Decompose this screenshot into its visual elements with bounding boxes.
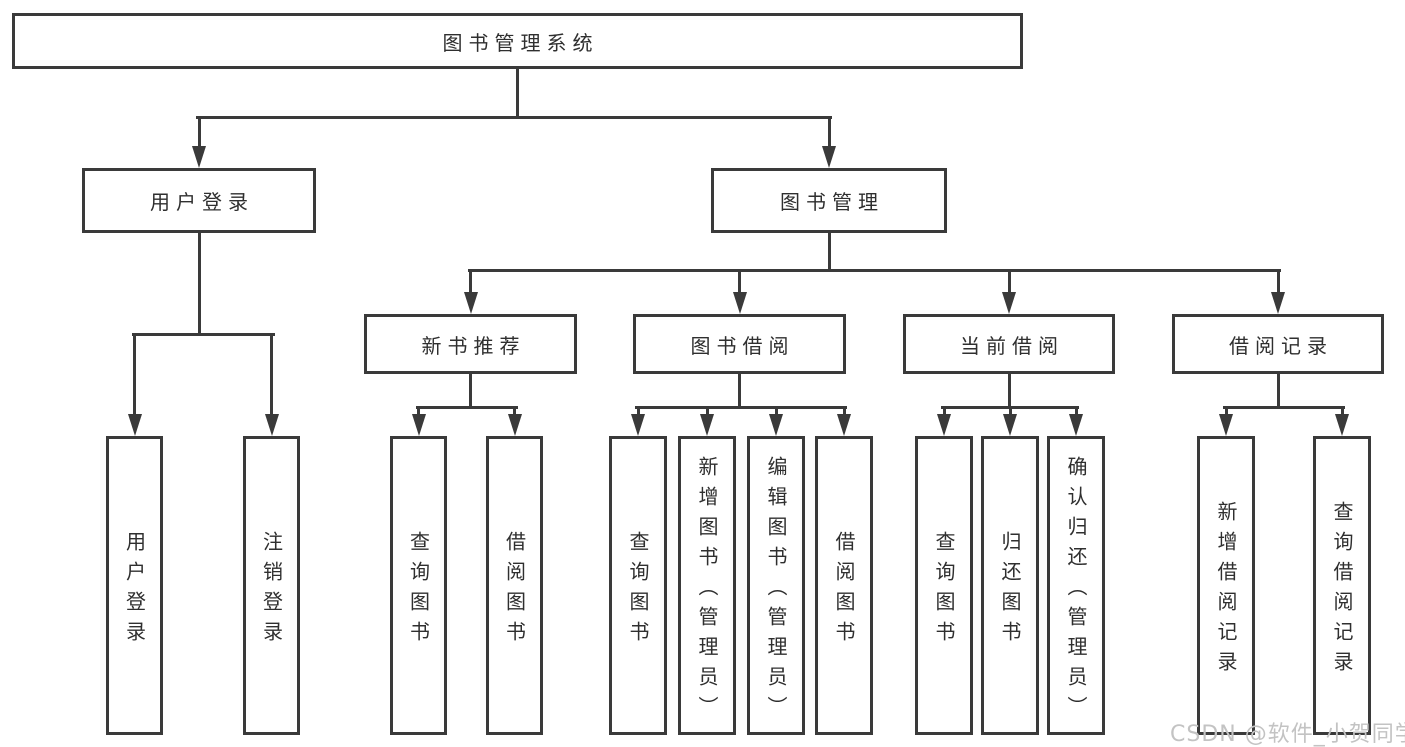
node-leaf-current-confirm-return: 确认归还（管理员）: [1047, 436, 1105, 735]
node-leaf-borrow-query: 查询图书: [609, 436, 667, 735]
connector-line: [738, 374, 741, 409]
connector-line: [513, 407, 516, 417]
arrow-down-icon: [192, 146, 206, 168]
arrow-down-icon: [1002, 292, 1016, 314]
leaf-label: 新增借阅记录: [1214, 500, 1238, 681]
arrow-down-icon: [463, 292, 478, 314]
connector-line: [1276, 374, 1280, 409]
arrow-down-icon: [937, 414, 951, 436]
arrow-down-icon: [631, 414, 645, 436]
node-book-management: 图书管理: [711, 168, 947, 233]
node-current-borrow-label: 当前借阅: [960, 333, 1064, 358]
arrow-down-icon: [837, 414, 851, 436]
arrow-down-icon: [1069, 414, 1083, 436]
connector-line: [635, 405, 847, 409]
connector-line: [774, 407, 778, 417]
node-user-login: 用户登录: [82, 168, 316, 233]
node-leaf-borrow-borrow: 借阅图书: [815, 436, 873, 735]
node-leaf-newbook-query: 查询图书: [390, 436, 447, 735]
leaf-label: 查询图书: [932, 530, 956, 651]
connector-line: [197, 233, 201, 336]
node-current-borrow: 当前借阅: [903, 314, 1115, 374]
connector-line: [270, 334, 273, 416]
connector-line: [196, 115, 832, 119]
node-book-management-label: 图书管理: [780, 190, 884, 214]
arrow-down-icon: [127, 414, 142, 436]
arrow-down-icon: [822, 146, 836, 168]
arrow-down-icon: [1003, 414, 1017, 436]
connector-line: [842, 407, 846, 417]
connector-line: [942, 407, 946, 417]
node-leaf-borrow-edit: 编辑图书（管理员）: [747, 436, 805, 735]
node-leaf-user-login: 用户登录: [106, 436, 163, 735]
node-book-borrow-label: 图书借阅: [690, 333, 795, 358]
connector-line: [1007, 270, 1011, 296]
arrow-down-icon: [732, 292, 747, 314]
node-root-label: 图书管理系统: [442, 30, 599, 55]
leaf-label: 确认归还（管理员）: [1064, 455, 1088, 726]
leaf-label: 编辑图书（管理员）: [764, 455, 788, 726]
connector-line: [1276, 270, 1280, 296]
connector-line: [417, 407, 420, 417]
connector-line: [1224, 407, 1228, 417]
leaf-label: 新增图书（管理员）: [695, 455, 719, 726]
connector-line: [133, 334, 136, 416]
arrow-down-icon: [700, 414, 714, 436]
connector-line: [941, 405, 1079, 409]
leaf-label: 注销登录: [259, 530, 284, 651]
connector-line: [469, 270, 472, 296]
node-leaf-newbook-borrow: 借阅图书: [486, 436, 543, 735]
connector-line: [197, 117, 201, 148]
connector-line: [636, 407, 640, 417]
arrow-down-icon: [1335, 414, 1349, 436]
node-book-borrow: 图书借阅: [633, 314, 846, 374]
node-user-login-label: 用户登录: [150, 190, 254, 214]
connector-line: [705, 407, 709, 417]
connector-line: [469, 374, 472, 409]
leaf-label: 查询借阅记录: [1330, 500, 1354, 681]
node-leaf-borrow-add: 新增图书（管理员）: [678, 436, 736, 735]
arrow-down-icon: [507, 414, 522, 436]
connector-line: [467, 269, 1281, 272]
node-new-book-recommend-label: 新书推荐: [421, 333, 526, 358]
connector-line: [1008, 407, 1012, 417]
leaf-label: 借阅图书: [502, 530, 527, 651]
node-leaf-record-add: 新增借阅记录: [1197, 436, 1255, 735]
arrow-down-icon: [769, 414, 783, 436]
connector-line: [1074, 407, 1078, 417]
node-new-book-recommend: 新书推荐: [364, 314, 577, 374]
connector-line: [415, 405, 518, 409]
leaf-label: 归还图书: [998, 530, 1022, 651]
arrow-down-icon: [1271, 292, 1285, 314]
connector-line: [516, 69, 519, 119]
node-borrow-record: 借阅记录: [1172, 314, 1384, 374]
connector-line: [1007, 374, 1011, 409]
connector-line: [827, 117, 831, 148]
connector-line: [738, 270, 741, 296]
node-root: 图书管理系统: [12, 13, 1023, 69]
connector-line: [1223, 405, 1345, 409]
connector-line: [1340, 407, 1344, 417]
arrow-down-icon: [1219, 414, 1233, 436]
connector-line: [131, 333, 275, 336]
watermark: CSDN @软件_小贺同学: [1170, 722, 1405, 747]
leaf-label: 用户登录: [122, 530, 147, 651]
connector-line: [827, 233, 831, 272]
arrow-down-icon: [264, 414, 279, 436]
node-leaf-logout: 注销登录: [243, 436, 300, 735]
node-borrow-record-label: 借阅记录: [1229, 333, 1333, 358]
leaf-label: 借阅图书: [832, 530, 856, 651]
leaf-label: 查询图书: [626, 530, 650, 651]
leaf-label: 查询图书: [406, 530, 431, 651]
node-leaf-current-return: 归还图书: [981, 436, 1039, 735]
node-leaf-current-query: 查询图书: [915, 436, 973, 735]
arrow-down-icon: [411, 414, 426, 436]
node-leaf-record-query: 查询借阅记录: [1313, 436, 1371, 735]
